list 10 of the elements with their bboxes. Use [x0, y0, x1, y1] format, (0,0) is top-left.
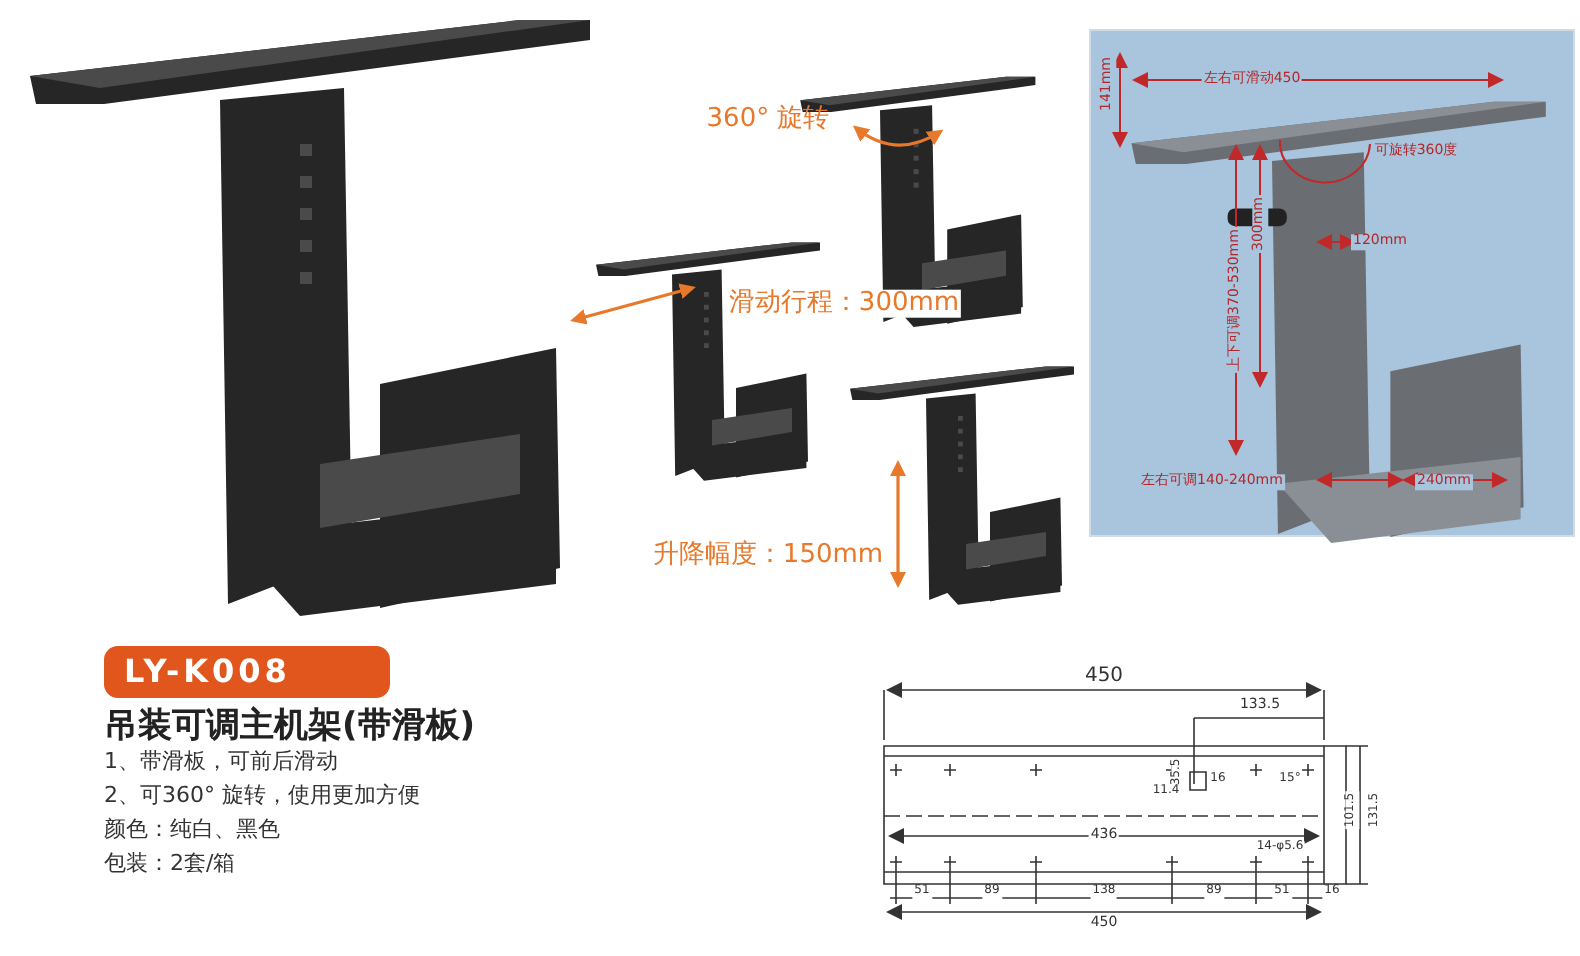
feature-text: 1、带滑板，可前后滑动: [104, 749, 338, 775]
model-badge: LY-K008: [104, 646, 390, 698]
lift-label: 升降幅度：150mm: [652, 541, 884, 571]
color-text: 颜色：纯白、黑色: [104, 817, 280, 843]
product-title: 吊装可调主机架(带滑板): [104, 708, 476, 746]
slide-label: 滑动行程：300mm: [726, 289, 962, 319]
feature-text: 2、可360° 旋转，使用更加方便: [104, 783, 420, 809]
dimension-label: 450: [1082, 665, 1126, 687]
rotation-label: 360° 旋转: [706, 105, 830, 135]
packing-text: 包装：2套/箱: [104, 851, 236, 877]
